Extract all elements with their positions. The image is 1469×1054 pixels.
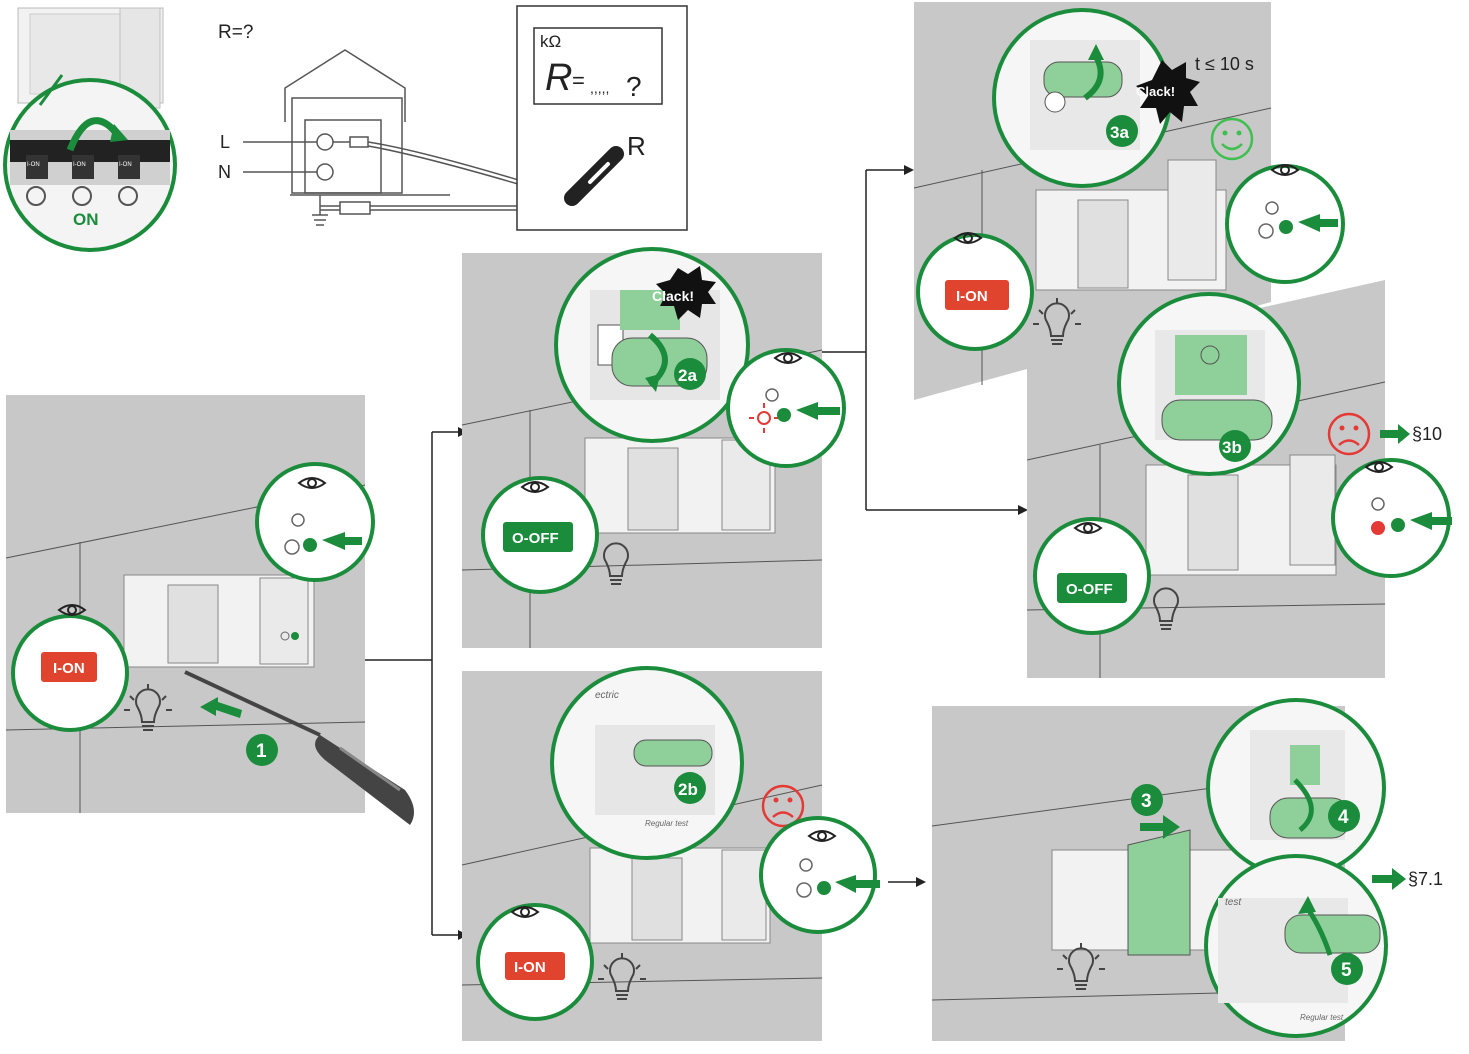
sad-face-icon bbox=[761, 784, 805, 828]
happy-face-icon bbox=[1210, 117, 1254, 161]
arrow-to-s10 bbox=[1380, 424, 1410, 444]
step-4-badge: 4 bbox=[1328, 800, 1360, 832]
step3b-led-zoom bbox=[1331, 458, 1452, 578]
breaker-zoom-circle: I-ON I-ON I-ON ON bbox=[3, 78, 177, 252]
o-off-badge-2: O-OFF bbox=[1066, 581, 1113, 598]
step-2a-text: 2a bbox=[678, 366, 697, 385]
ohmmeter: kΩ R = ,,,,, ? R bbox=[516, 5, 688, 231]
o-off-badge-1: O-OFF bbox=[512, 530, 559, 547]
clack-text-2: Clack! bbox=[1136, 84, 1175, 99]
meter-unit: kΩ bbox=[540, 32, 561, 51]
i-on-badge-2: I-ON bbox=[514, 959, 546, 976]
breaker-mark-3: I-ON bbox=[119, 162, 132, 168]
probe-label: R bbox=[627, 131, 646, 161]
step2b-led-zoom bbox=[759, 816, 880, 934]
step3b-badge-zoom: O-OFF bbox=[1033, 517, 1151, 635]
step-3a-badge: 3a bbox=[1106, 115, 1138, 147]
clack-burst-2: Clack! bbox=[1136, 60, 1200, 124]
step1-badge-zoom: I-ON bbox=[11, 604, 129, 732]
step2a-led-zoom bbox=[726, 348, 846, 468]
screwdriver-icon bbox=[184, 670, 414, 825]
sad-face-icon-2 bbox=[1327, 412, 1371, 456]
regular-test-text-2: Regular test bbox=[1300, 1013, 1344, 1022]
flow-connectors bbox=[318, 169, 1022, 936]
step2b-badge-zoom: I-ON bbox=[476, 903, 594, 1021]
step-3-text: 3 bbox=[1141, 791, 1152, 812]
step5-mechanism-zoom: test Regular test bbox=[1204, 854, 1388, 1038]
step3-push-arrow bbox=[1140, 815, 1180, 839]
breaker-mark-2: I-ON bbox=[73, 162, 86, 168]
step3a-led-zoom bbox=[1225, 164, 1345, 284]
step-5-text: 5 bbox=[1341, 960, 1352, 981]
cabinet-to-zoom-line bbox=[38, 74, 64, 106]
step1-push-arrow bbox=[200, 697, 242, 718]
breaker-mark-1: I-ON bbox=[27, 162, 40, 168]
step-3-badge: 3 bbox=[1131, 784, 1163, 816]
panel-step-1 bbox=[5, 395, 366, 813]
step1-led-zoom bbox=[255, 462, 375, 582]
step3a-badge-zoom: I-ON bbox=[916, 232, 1034, 351]
electric-text: ectric bbox=[595, 690, 619, 701]
meter-reading-r: R bbox=[545, 57, 572, 99]
on-label: ON bbox=[73, 210, 99, 229]
neutral-label: N bbox=[218, 162, 231, 182]
step2b-mechanism-zoom: ectric Regular test bbox=[550, 666, 744, 860]
house-wiring-diagram bbox=[243, 49, 543, 226]
step-2a-badge: 2a bbox=[674, 358, 706, 390]
test-small-text: test bbox=[1225, 897, 1242, 908]
meter-reading-dots: ,,,,, bbox=[590, 80, 609, 96]
step4-mechanism-zoom bbox=[1206, 698, 1386, 878]
step2a-badge-zoom: O-OFF bbox=[481, 476, 599, 594]
regular-test-text-1: Regular test bbox=[645, 819, 689, 828]
i-on-badge-3: I-ON bbox=[956, 288, 988, 305]
step-2b-text: 2b bbox=[678, 780, 698, 799]
step-3a-text: 3a bbox=[1110, 123, 1129, 142]
step-2b-badge: 2b bbox=[674, 772, 706, 804]
step-3b-badge: 3b bbox=[1219, 430, 1251, 462]
meter-reading-q: ? bbox=[626, 71, 642, 102]
step3b-mechanism-zoom bbox=[1117, 292, 1301, 476]
timer-annotation: t ≤ 10 s bbox=[1195, 54, 1254, 74]
step-5-badge: 5 bbox=[1331, 953, 1363, 985]
step-4-text: 4 bbox=[1338, 807, 1349, 828]
meter-reading-eq: = bbox=[572, 68, 585, 93]
arrow-to-s71 bbox=[1372, 868, 1406, 890]
step-3b-text: 3b bbox=[1222, 438, 1242, 457]
ref-s10: §10 bbox=[1412, 424, 1442, 444]
clack-burst-1: Clack! bbox=[652, 266, 716, 320]
step2a-mechanism-zoom bbox=[554, 247, 750, 443]
clack-text-1: Clack! bbox=[652, 288, 694, 304]
ref-s71: §7.1 bbox=[1408, 869, 1443, 889]
step-1-badge: 1 bbox=[246, 734, 278, 766]
step-1-text: 1 bbox=[256, 741, 267, 762]
r-question-label: R=? bbox=[218, 22, 253, 43]
line-label: L bbox=[220, 132, 230, 152]
i-on-badge-1: I-ON bbox=[53, 660, 85, 677]
